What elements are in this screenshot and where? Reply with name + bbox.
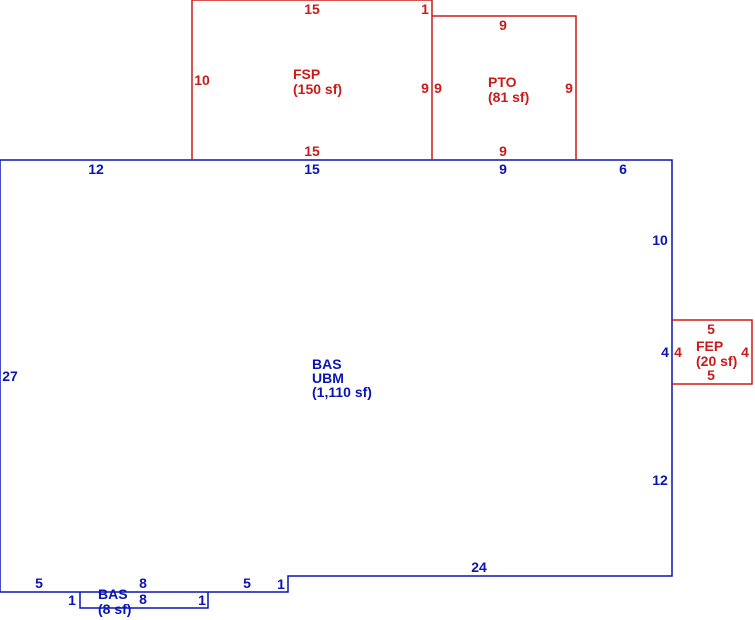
dim-main-right-mid: 4 [661, 344, 669, 360]
fep-code: FEP [696, 338, 723, 354]
dim-fep-top: 5 [707, 321, 715, 337]
main-area-outline [0, 159, 673, 593]
main-area-size: (1,110 sf) [312, 384, 372, 400]
fsp-outline [191, 0, 433, 160]
dim-main-top-right-mid: 9 [499, 161, 507, 177]
dim-main-bottom-step: 1 [277, 576, 285, 592]
main-area-code: BAS [312, 356, 342, 372]
pto-size: (81 sf) [488, 89, 529, 105]
fsp-size: (150 sf) [293, 81, 342, 97]
bump-area-size: (8 sf) [98, 601, 131, 617]
dim-pto-top: 9 [499, 17, 507, 33]
dim-main-right-lower: 12 [652, 472, 668, 488]
dim-main-left: 27 [2, 368, 18, 384]
dim-main-top-mid: 15 [304, 161, 320, 177]
dim-fep-right: 4 [741, 344, 749, 360]
fep-size: (20 sf) [696, 353, 737, 369]
dim-fsp-left: 10 [194, 72, 210, 88]
dim-main-bottom-left: 5 [35, 575, 43, 591]
dim-main-right-upper: 10 [652, 232, 668, 248]
dim-fsp-top: 15 [304, 1, 320, 17]
main-area-subcode: UBM [312, 370, 344, 386]
dim-main-top-right: 6 [619, 161, 627, 177]
pto-code: PTO [488, 74, 517, 90]
dim-bump-top: 8 [139, 575, 147, 591]
dim-fep-bottom: 5 [707, 367, 715, 383]
dim-main-bottom-right: 24 [471, 559, 487, 575]
dim-fsp-bottom: 15 [304, 143, 320, 159]
fep-outline [672, 319, 753, 385]
dim-pto-right: 9 [565, 80, 573, 96]
dim-bump-right: 1 [198, 592, 206, 608]
dim-pto-left: 9 [434, 80, 442, 96]
pto-outline [432, 15, 577, 160]
bump-area-code: BAS [98, 586, 128, 602]
bump-area-outline [79, 592, 209, 609]
fsp-code: FSP [293, 66, 320, 82]
dim-main-top-left: 12 [88, 161, 104, 177]
dim-pto-bottom: 9 [499, 143, 507, 159]
dim-bump-bottom: 8 [139, 591, 147, 607]
dim-fsp-right: 9 [421, 80, 429, 96]
dim-fep-left: 4 [674, 344, 682, 360]
dim-fsp-step: 1 [421, 1, 429, 17]
dim-bump-left: 1 [68, 592, 76, 608]
dim-main-bottom-mid: 5 [243, 575, 251, 591]
